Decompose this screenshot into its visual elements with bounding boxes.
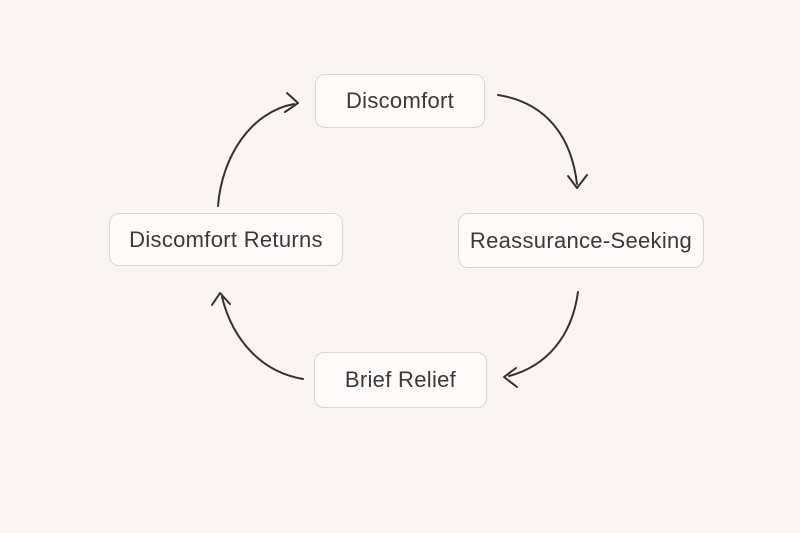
curved-arrow-discomfort-to-reassurance-seeking-icon [497, 94, 588, 189]
node-discomfort: Discomfort [315, 74, 485, 128]
curved-arrow-discomfort-returns-to-discomfort-icon [217, 92, 299, 207]
node-brief-relief: Brief Relief [314, 352, 487, 408]
node-discomfort-returns: Discomfort Returns [109, 213, 343, 266]
node-reassurance-seeking: Reassurance-Seeking [458, 213, 704, 268]
curved-arrow-reassurance-seeking-to-brief-relief-icon [503, 291, 579, 388]
curved-arrow-brief-relief-to-discomfort-returns-icon [211, 292, 304, 380]
